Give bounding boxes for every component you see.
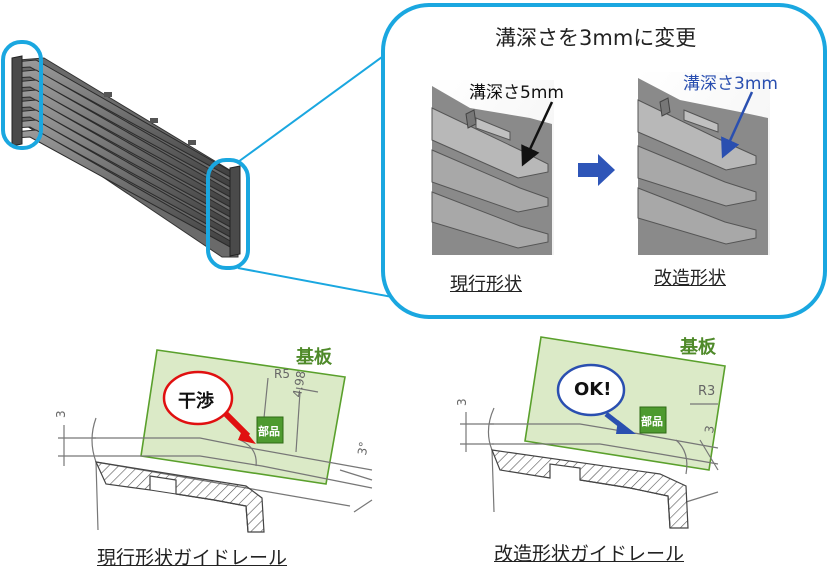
current-depth-label: 溝深さ5mm bbox=[469, 83, 564, 103]
board-label-right: 基板 bbox=[680, 337, 716, 358]
highlight-right-end bbox=[206, 158, 250, 270]
board-label-left: 基板 bbox=[296, 347, 332, 368]
modified-rail-caption: 改造形状ガイドレール bbox=[494, 543, 685, 565]
callout-title: 溝深さを3mmに変更 bbox=[495, 26, 697, 50]
current-shape-image bbox=[431, 80, 554, 255]
part-tag-right-text: 部品 bbox=[641, 415, 663, 428]
interference-bubble bbox=[162, 370, 234, 426]
callout-connector-bottom bbox=[237, 267, 409, 301]
ok-text: OK! bbox=[574, 379, 612, 400]
change-arrow bbox=[578, 154, 615, 186]
current-shape-caption: 現行形状 bbox=[450, 274, 522, 295]
part-tag-left-text: 部品 bbox=[258, 425, 280, 438]
dim-3-deg: 3° bbox=[355, 440, 372, 457]
ok-bubble bbox=[556, 363, 626, 417]
board-left bbox=[140, 349, 346, 485]
callout-connector-top bbox=[237, 37, 409, 163]
dim-3-left: 3 bbox=[54, 410, 68, 418]
guide-rail-assembly bbox=[11, 55, 241, 258]
current-depth-arrow bbox=[521, 101, 554, 167]
modified-shape-caption: 改造形状 bbox=[654, 268, 726, 289]
interference-text: 干渉 bbox=[178, 391, 214, 412]
modified-shape-image bbox=[637, 72, 770, 255]
modified-depth-label: 溝深さ3mm bbox=[683, 74, 778, 94]
part-tag-right bbox=[639, 406, 667, 434]
dim-r3: R3 bbox=[698, 384, 716, 399]
dim-3-right: 3 bbox=[455, 398, 469, 406]
current-rail-caption: 現行形状ガイドレール bbox=[97, 547, 288, 569]
modified-depth-arrow bbox=[721, 91, 754, 159]
dim-r5: R5 bbox=[274, 367, 290, 381]
highlight-left-end bbox=[1, 40, 43, 150]
part-tag-left bbox=[256, 416, 284, 444]
